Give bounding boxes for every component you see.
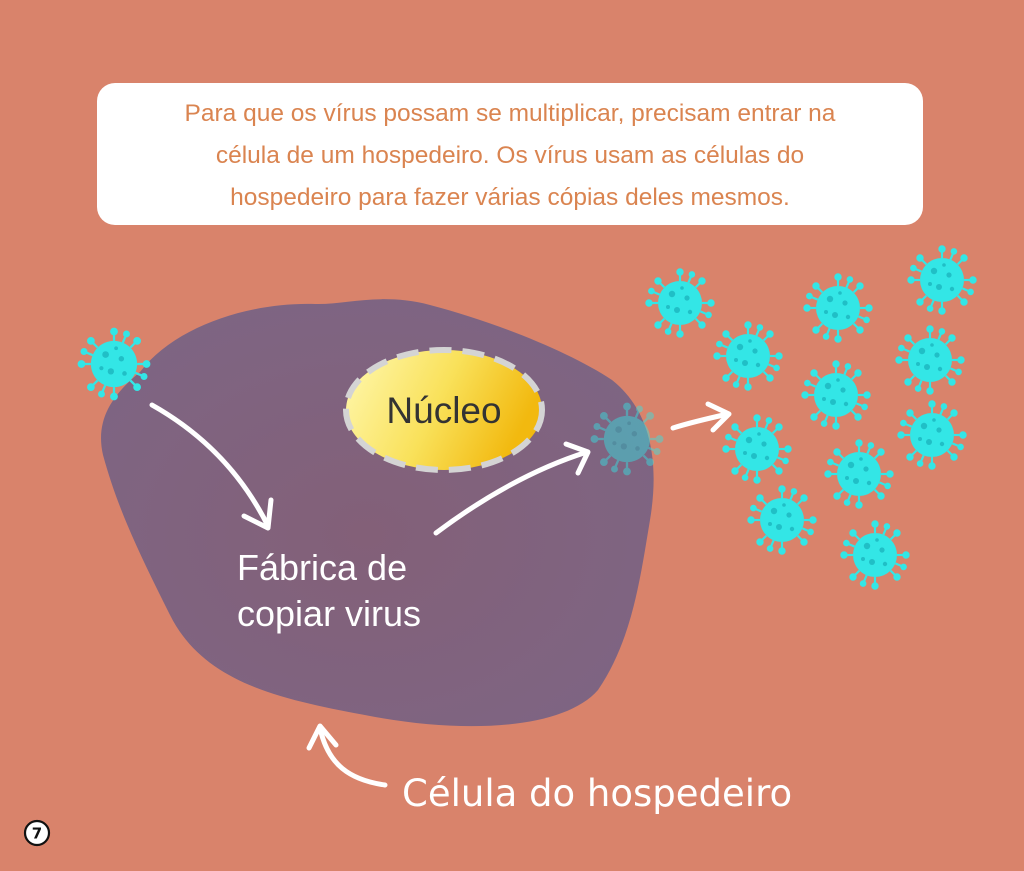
factory-label-line-1: Fábrica de [237, 547, 407, 588]
caption-line-1: Para que os vírus possam se multiplicar,… [184, 100, 836, 127]
arrow-release-icon [670, 401, 732, 433]
arrow-entry-icon [149, 402, 274, 531]
virus-icon [801, 360, 871, 430]
virus-icon [77, 327, 151, 401]
nucleus-label: Núcleo [386, 390, 501, 431]
arrow-host-cell-icon [306, 723, 388, 788]
arrow-exit-icon [433, 441, 591, 536]
virus-icon [907, 245, 977, 315]
virus-icon [895, 325, 965, 395]
virus-icon [645, 268, 715, 338]
caption-line-3: hospedeiro para fazer várias cópias dele… [230, 184, 790, 211]
virus-icon [803, 273, 873, 343]
page-number: 7 [32, 825, 42, 843]
host-cell-label: Célula do hospedeiro [402, 772, 792, 815]
virus-icon [713, 321, 783, 391]
page-number-badge [23, 819, 51, 847]
virus-icon [840, 520, 910, 590]
factory-label-line-2: copiar virus [237, 593, 421, 634]
nucleus [343, 347, 545, 473]
virus-icon [897, 400, 967, 470]
virus-icon [747, 485, 817, 555]
caption-box: Para que os vírus possam se multiplicar,… [97, 83, 923, 225]
caption-line-2: célula de um hospedeiro. Os vírus usam a… [215, 142, 805, 169]
virus-icon [722, 414, 792, 484]
virus-icon [824, 439, 894, 509]
virus-icon [590, 402, 664, 476]
